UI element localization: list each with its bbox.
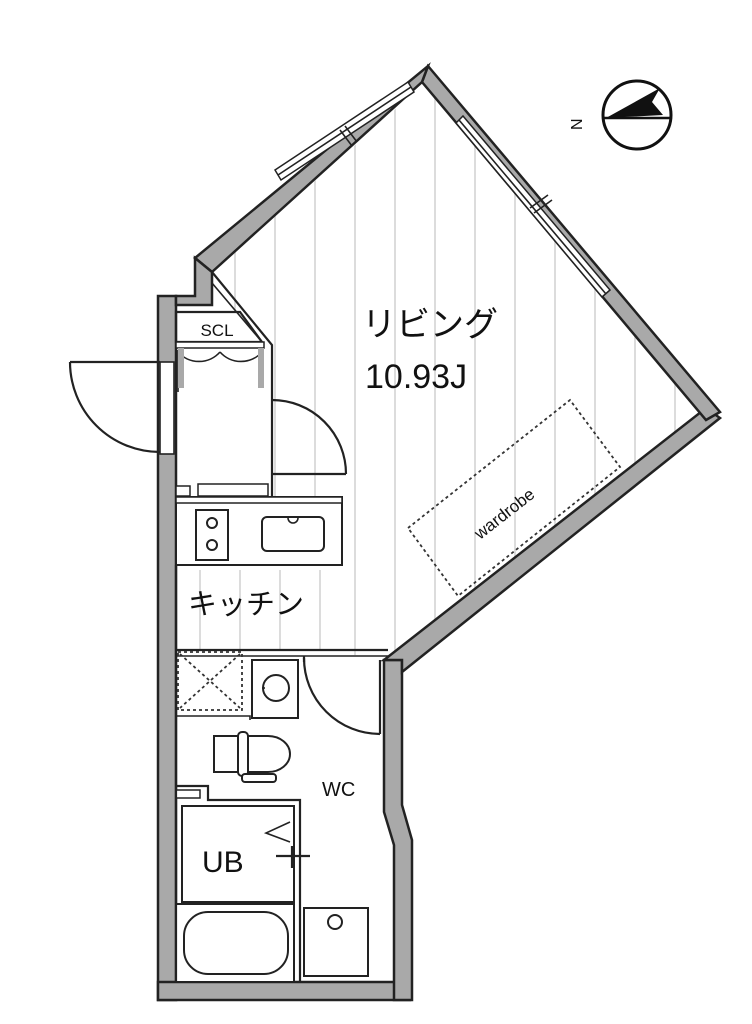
- kitchen-label: キッチン: [188, 589, 304, 621]
- compass-north-label: N: [569, 118, 586, 130]
- wash-basin-icon: [251, 659, 299, 719]
- bathtub-icon: [175, 903, 295, 983]
- living-door[interactable]: [271, 398, 348, 476]
- window-upper-right: [454, 114, 612, 299]
- wc-label: WC: [322, 779, 355, 801]
- closet-label: SCL: [200, 321, 233, 340]
- wardrobe-label: wardrobe: [470, 485, 538, 544]
- toilet-icon: [213, 731, 291, 783]
- compass-icon: N: [569, 79, 673, 151]
- shower-tray-icon: [303, 907, 369, 977]
- kitchen-floor-texture: [199, 570, 321, 650]
- stove-icon: [195, 509, 229, 561]
- unit-bath: UB: [175, 784, 310, 982]
- entrance-door[interactable]: [68, 360, 175, 455]
- living-area: 10.93J: [365, 358, 467, 396]
- living-label: リビング: [362, 306, 498, 344]
- kitchen-wc-partition: [176, 648, 388, 657]
- shoe-closet: SCL: [174, 271, 274, 498]
- bath-label: UB: [202, 846, 244, 879]
- washer-space: [176, 651, 251, 720]
- wc-door[interactable]: [302, 656, 382, 736]
- window-upper-left: [273, 80, 416, 182]
- sink-icon: [261, 516, 325, 552]
